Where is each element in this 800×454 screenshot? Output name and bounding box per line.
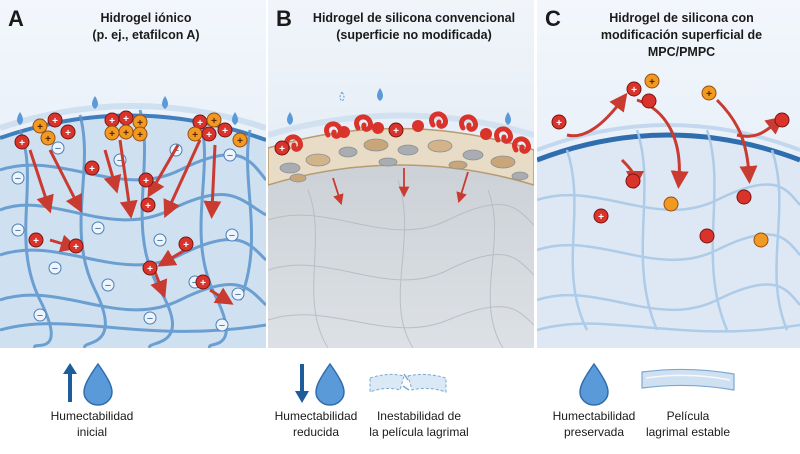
legend-b1-label-line1: Humectabilidad [274, 409, 358, 423]
panel-b-title: Hidrogel de silicona convencional (super… [298, 10, 530, 44]
panel-b-title-line2: (superficie no modificada) [336, 28, 492, 42]
broken-tear-film-icon [369, 373, 447, 393]
panel-b-letter: B [276, 6, 292, 31]
positive-charge-sign: + [137, 118, 143, 129]
positive-charge-sign: + [631, 85, 637, 96]
positive-charge-sign: + [19, 138, 25, 149]
wettability-up-icon [63, 362, 113, 406]
positive-charge-sign: + [123, 114, 129, 125]
wettability-down-icon [295, 362, 345, 406]
water-drops [17, 96, 238, 125]
panel-ionic-hydrogel: − − − − − − − − − − − − − − − − [0, 0, 266, 348]
positive-charge-sign: + [143, 176, 149, 187]
positive-charge-sign: + [197, 118, 203, 129]
legend-b2-label-line2: la película lagrimal [369, 425, 469, 439]
positive-charge-sign: + [649, 77, 655, 88]
panel-mpc-modified-silicone-hydrogel: + + + + + C Hidrogel de silicona con mod… [537, 0, 800, 348]
positive-charge-sign: + [556, 118, 562, 129]
negative-charge-sign: − [117, 155, 123, 167]
positive-charge-sign: + [137, 130, 143, 141]
legend-c1-label-line1: Humectabilidad [552, 409, 636, 423]
panel-a-title-line2: (p. ej., etafilcon A) [92, 28, 200, 42]
negative-charge-sign: − [105, 280, 111, 292]
negative-charge-sign: − [227, 150, 233, 162]
negative-charge-sign: − [192, 277, 198, 289]
negative-charge-sign: − [95, 223, 101, 235]
stable-tear-film-icon [641, 368, 735, 391]
silicone-domains [279, 138, 529, 183]
legend-c2-label-line1: Película [666, 409, 710, 423]
negative-charge-sign: − [15, 173, 21, 185]
penetration-arrows [28, 139, 234, 305]
legend-c2-label: Película lagrimal estable [636, 408, 740, 440]
positive-charge-sign: + [123, 128, 129, 139]
legend-c1-label-line2: preservada [563, 425, 625, 439]
panel-conventional-silicone-hydrogel: + + B Hidrogel de silicona convencional … [268, 0, 534, 348]
negative-charge-sign: − [147, 313, 153, 325]
legend-a-label-line1: Humectabilidad [50, 409, 134, 423]
legend-b1-label: Humectabilidad reducida [268, 408, 364, 440]
legend-b2-label-line1: Inestabilidad de [376, 409, 462, 423]
positive-charge-sign: + [65, 128, 71, 139]
positive-charge-sign: + [237, 136, 243, 147]
positive-charge-sign: + [145, 201, 151, 212]
bulk-fibers [268, 179, 534, 348]
positive-charge-sign: + [222, 126, 228, 137]
panel-a-title: Hidrogel iónico (p. ej., etafilcon A) [30, 10, 262, 44]
negative-charge-sign: − [235, 289, 241, 301]
negative-charge-sign: − [229, 230, 235, 242]
positive-charge-sign: + [45, 134, 51, 145]
legend-c2-label-line2: lagrimal estable [645, 425, 731, 439]
positive-charge-sign: + [109, 116, 115, 127]
positive-charge-sign: + [37, 122, 43, 133]
panel-a-illustration: − − − − − − − − − − − − − − − − [0, 0, 266, 348]
positive-charge-sign: + [147, 264, 153, 275]
panel-c-illustration: + + + + + [537, 0, 800, 348]
negative-charge-sign: − [52, 263, 58, 275]
panel-c-title: Hidrogel de silicona con modificación su… [567, 10, 796, 61]
positive-charge-sign: + [200, 278, 206, 289]
repelled-ions: + + + + + [551, 73, 790, 248]
legend-c1-label: Humectabilidad preservada [546, 408, 642, 440]
positive-charge-sign: + [183, 240, 189, 251]
wettability-preserved-drop-icon [579, 362, 609, 406]
positive-charge-sign: + [192, 130, 198, 141]
panel-c-letter: C [545, 6, 561, 31]
panel-a-letter: A [8, 6, 24, 31]
panel-a-title-line1: Hidrogel iónico [100, 11, 192, 25]
panel-b-illustration: + + [268, 0, 534, 348]
positive-charge-sign: + [73, 242, 79, 253]
legend-a-label: Humectabilidad inicial [40, 408, 144, 440]
positive-charge-sign: + [279, 144, 285, 155]
cation-clusters: + + + + + + + + + + + + + + + + + + + + … [14, 110, 248, 290]
legend-b2-label: Inestabilidad de la película lagrimal [364, 408, 474, 440]
positive-charge-sign: + [33, 236, 39, 247]
negative-charge-sign: − [37, 310, 43, 322]
positive-charge-sign: + [211, 116, 217, 127]
positive-charge-sign: + [52, 116, 58, 127]
positive-charge-sign: + [598, 212, 604, 223]
positive-charge-sign: + [393, 126, 399, 137]
penetration-arrows [332, 168, 469, 206]
negative-charge-sign: − [219, 320, 225, 332]
panel-b-title-line1: Hidrogel de silicona convencional [312, 11, 516, 25]
positive-charge-sign: + [109, 129, 115, 140]
negative-charge-sign: − [15, 225, 21, 237]
negative-charge-sign: − [157, 235, 163, 247]
water-drops [287, 88, 511, 125]
negative-charge-sign: − [55, 143, 61, 155]
legend-a-label-line2: inicial [76, 425, 107, 439]
positive-charge-sign: + [706, 89, 712, 100]
positive-charge-sign: + [89, 164, 95, 175]
polymer-network [537, 129, 800, 333]
legend-b1-label-line2: reducida [292, 425, 340, 439]
surface-cations: + + [274, 122, 404, 156]
positive-charge-sign: + [206, 130, 212, 141]
panel-c-title-line2: modificación superficial de MPC/PMPC [600, 28, 763, 59]
denatured-proteins [284, 111, 531, 154]
panel-c-title-line1: Hidrogel de silicona con [609, 11, 754, 25]
